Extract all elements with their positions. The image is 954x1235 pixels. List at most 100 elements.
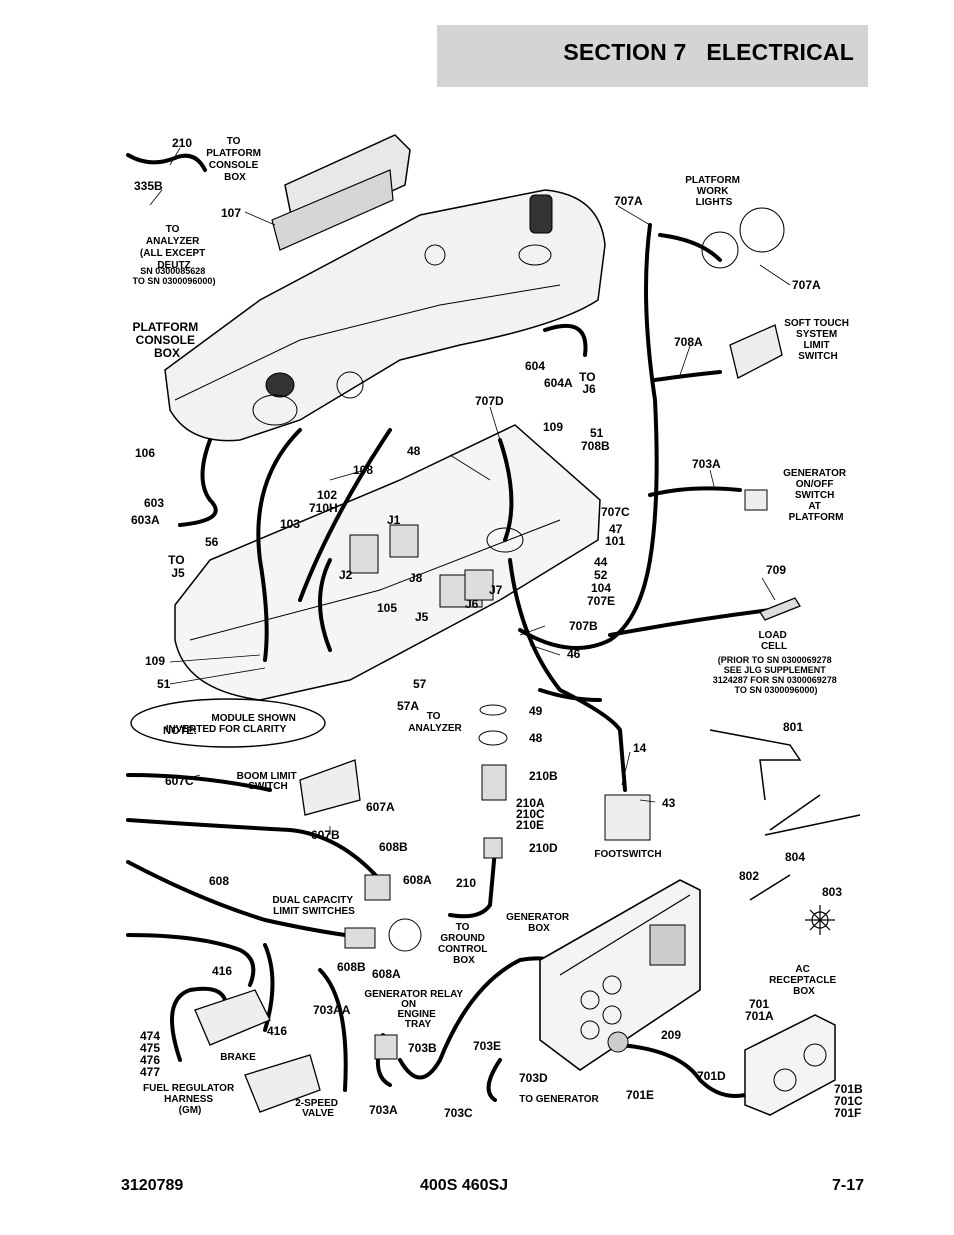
footswitch-body <box>604 794 651 841</box>
label-608A-top: 608A <box>403 873 432 887</box>
label-soft-touch: SOFT TOUCH SYSTEM LIMIT SWITCH <box>784 318 852 362</box>
label-209: 209 <box>661 1028 681 1042</box>
label-701B: 701B <box>834 1082 863 1096</box>
label-707E: 707E <box>587 594 615 608</box>
label-ac-receptacle: AC RECEPTACLE BOX <box>769 964 839 997</box>
label-603A: 603A <box>131 513 160 527</box>
label-416b: 416 <box>267 1024 287 1038</box>
label-note: NOTE: <box>163 725 197 737</box>
work-light-2 <box>739 207 785 253</box>
ac-receptacle-box <box>744 1014 836 1116</box>
label-to-platform-console-box: TO PLATFORM CONSOLE BOX <box>206 136 264 183</box>
label-607B: 607B <box>311 828 340 842</box>
label-210A: 210A <box>516 796 545 810</box>
label-to-analyzer-deutz: TO ANALYZER (ALL EXCEPT DEUTZ <box>140 224 208 271</box>
label-210C: 210C <box>516 807 545 821</box>
label-802: 802 <box>739 869 759 883</box>
label-607A: 607A <box>366 800 395 814</box>
joystick-right-base <box>518 244 552 266</box>
connector-210B <box>481 764 507 801</box>
dual-switch-a <box>364 874 391 901</box>
label-j1: J1 <box>387 513 401 527</box>
generator-box-side <box>559 894 691 976</box>
label-51b: 51 <box>590 426 604 440</box>
label-107: 107 <box>221 206 241 220</box>
label-710H: 710H <box>309 501 338 515</box>
label-701D: 701D <box>697 1069 726 1083</box>
generator-meter <box>649 924 686 966</box>
label-46: 46 <box>567 647 581 661</box>
label-477: 477 <box>140 1065 160 1079</box>
label-j5: J5 <box>415 610 429 624</box>
label-dual-capacity: DUAL CAPACITY LIMIT SWITCHES <box>272 895 355 917</box>
label-to-analyzer: TO ANALYZER <box>408 711 462 734</box>
label-57A: 57A <box>397 699 419 713</box>
label-703A-bot: 703A <box>369 1103 398 1117</box>
label-brake: BRAKE <box>220 1052 256 1063</box>
console-lid-inner <box>174 284 561 401</box>
label-801: 801 <box>783 720 803 734</box>
label-load-cell-note: (PRIOR TO SN 0300069278 SEE JLG SUPPLEME… <box>713 655 840 695</box>
label-109b: 109 <box>543 420 563 434</box>
two-speed-valve <box>244 1054 321 1113</box>
label-210-gnd: 210 <box>456 876 476 890</box>
label-fuel-reg: FUEL REGULATOR HARNESS (GM) <box>143 1083 237 1116</box>
receptacle-4 <box>602 1005 622 1025</box>
dual-switch-b <box>344 927 376 949</box>
key-switch <box>336 371 364 399</box>
label-51a: 51 <box>157 677 171 691</box>
label-608A-bot: 608A <box>372 967 401 981</box>
label-j2: J2 <box>339 568 353 582</box>
label-47: 47 <box>609 522 623 536</box>
harness-wires <box>126 153 772 1102</box>
label-platform-console-box: PLATFORM CONSOLE BOX <box>132 320 201 360</box>
label-57: 57 <box>413 677 427 691</box>
section-title: SECTION 7 ELECTRICAL <box>563 39 854 66</box>
label-608B-bot: 608B <box>337 960 366 974</box>
label-708A: 708A <box>674 335 703 349</box>
note-ellipse <box>130 698 326 748</box>
multiline-labels: TO PLATFORM CONSOLE BOX TO ANALYZER (ALL… <box>132 136 852 1119</box>
label-56: 56 <box>205 535 219 549</box>
label-701: 701 <box>749 997 769 1011</box>
control-box-tray <box>174 424 601 701</box>
label-804: 804 <box>785 850 805 864</box>
crimp-tool-804 <box>764 794 861 836</box>
label-707A-right: 707A <box>792 278 821 292</box>
label-474: 474 <box>140 1029 160 1043</box>
label-to-generator: TO GENERATOR <box>519 1094 599 1105</box>
display-module-base <box>271 169 394 251</box>
label-707A-left: 707A <box>614 194 643 208</box>
work-light-1 <box>701 231 739 269</box>
label-gen-relay: GENERATOR RELAY ON ENGINE TRAY <box>364 989 465 1030</box>
label-335B: 335B <box>134 179 163 193</box>
label-103: 103 <box>280 517 300 531</box>
label-701F: 701F <box>834 1106 861 1120</box>
tool-802 <box>749 874 791 901</box>
dial <box>424 244 446 266</box>
ac-outlet-1 <box>773 1068 797 1092</box>
label-707D: 707D <box>475 394 504 408</box>
connector-j1 <box>389 524 419 558</box>
label-44: 44 <box>594 555 608 569</box>
label-generator-onoff: GENERATOR ON/OFF SWITCH AT PLATFORM <box>783 468 849 523</box>
receptacle-1 <box>580 990 600 1010</box>
label-14: 14 <box>633 741 647 755</box>
label-416a: 416 <box>212 964 232 978</box>
section-name: ELECTRICAL <box>706 39 854 65</box>
label-604: 604 <box>525 359 545 373</box>
nut-48 <box>478 730 508 746</box>
generator-relay <box>374 1034 398 1060</box>
label-106: 106 <box>135 446 155 460</box>
label-j8: J8 <box>409 571 423 585</box>
label-generator-box: GENERATOR BOX <box>506 912 572 934</box>
doc-number: 3120789 <box>121 1177 184 1194</box>
label-49: 49 <box>529 704 543 718</box>
label-707C: 707C <box>601 505 630 519</box>
label-703C: 703C <box>444 1106 473 1120</box>
label-note-text: MODULE SHOWN INVERTED FOR CLARITY <box>166 713 299 735</box>
section-header: SECTION 7 ELECTRICAL <box>437 25 868 87</box>
label-703A-top: 703A <box>692 457 721 471</box>
callout-labels: 210 335B 107 NOTE: 106 603 603A 56 108 1… <box>131 136 863 1120</box>
